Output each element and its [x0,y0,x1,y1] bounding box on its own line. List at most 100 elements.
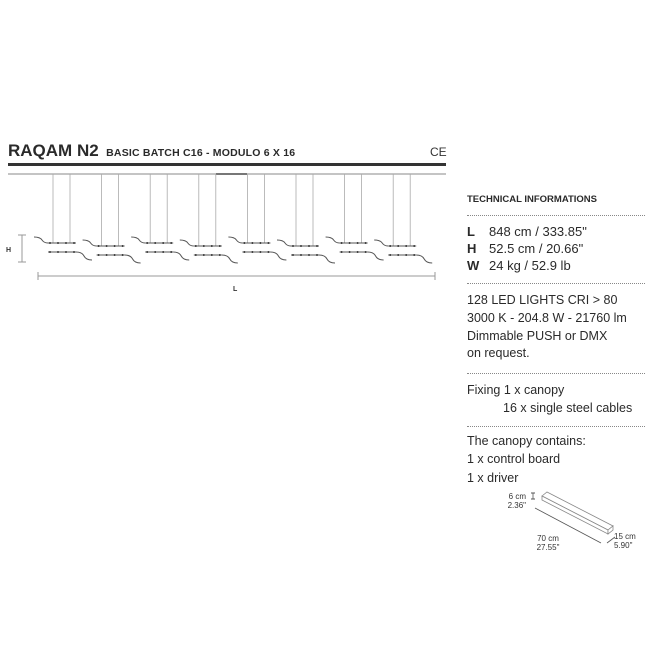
led-dot [348,251,351,253]
led-arm [131,236,146,244]
led-arm [75,251,93,261]
led-dot [162,242,165,244]
led-dot [154,242,157,244]
canopy [216,173,247,175]
led-dot [259,242,262,244]
led-dot [308,245,310,247]
product-subtitle: BASIC BATCH C16 - MODULO 6 X 16 [106,147,296,159]
led-dot [146,251,149,253]
lighting-line: 128 LED LIGHTS CRI > 80 [467,293,618,307]
title-divider [8,163,446,166]
led-dot [348,242,351,244]
led-dot [65,242,67,244]
lamp-illustration [8,173,446,264]
led-arm [416,254,433,264]
led-dot [259,251,262,253]
led-dot [267,242,270,244]
led-arm [173,251,190,261]
led-dot [105,245,108,247]
led-dot [413,245,416,247]
led-dot [389,254,392,256]
led-dot [340,242,343,244]
led-dot [251,251,254,253]
led-arm [228,236,243,244]
led-arm [221,254,238,264]
led-dot [113,254,116,256]
led-dot [202,254,205,256]
led-dot [57,251,59,253]
led-dot [113,245,116,247]
led-dot [210,245,213,247]
divider [467,283,645,284]
led-dot [308,254,310,256]
page-title: RAQAM N2 BASIC BATCH C16 - MODULO 6 X 16 [8,141,295,161]
led-arm [33,236,49,244]
led-dot [218,254,221,256]
led-dot [356,251,359,253]
led-dot [300,254,302,256]
divider [467,426,645,427]
led-dot [97,245,100,247]
led-dot [300,245,302,247]
height-dimension [18,234,26,263]
led-arm [318,254,336,264]
product-name: RAQAM N2 [8,141,99,160]
lighting-line: 3000 K - 204.8 W - 21760 lm [467,311,627,325]
led-dot [73,251,75,253]
led-dot [364,242,367,244]
led-dot [389,245,392,247]
led-dot [405,245,408,247]
led-dot [243,242,246,244]
lighting-line: Dimmable PUSH or DMX [467,329,608,343]
led-dot [356,242,359,244]
led-dot [316,245,318,247]
led-dot [105,254,108,256]
led-dot [146,242,149,244]
led-dot [413,254,416,256]
led-arm [276,239,292,247]
led-dot [194,245,197,247]
led-dot [170,251,173,253]
technical-heading: TECHNICAL INFORMATIONS [467,194,598,205]
led-dot [97,254,100,256]
led-dot [405,254,408,256]
led-dot [267,251,270,253]
led-arm [124,254,141,264]
canopy-line: 1 x control board [467,452,561,466]
led-dot [397,254,400,256]
led-arm [82,239,97,247]
ce-mark: CE [430,145,447,159]
led-dot [73,242,75,244]
led-dot [202,245,205,247]
led-arm [270,251,287,261]
canopy-diagram [531,491,616,544]
canopy-line: 1 x driver [467,471,519,485]
led-dot [194,254,197,256]
led-dot [340,251,343,253]
length-dimension [37,272,436,280]
divider [467,215,645,216]
height-label: H [6,247,11,254]
led-dot [316,254,318,256]
led-arm [179,239,194,247]
lighting-line: on request. [467,346,530,360]
length-label: L [233,286,238,293]
fixing-line: Fixing 1 x canopy [467,383,565,397]
led-dot [49,242,51,244]
led-dot [243,251,246,253]
led-dot [121,245,124,247]
led-arm [325,236,340,244]
led-dot [210,254,213,256]
canopy-line: The canopy contains: [467,434,586,448]
led-dot [162,251,165,253]
led-dot [121,254,124,256]
led-dot [251,242,254,244]
led-dot [65,251,67,253]
led-dot [57,242,59,244]
